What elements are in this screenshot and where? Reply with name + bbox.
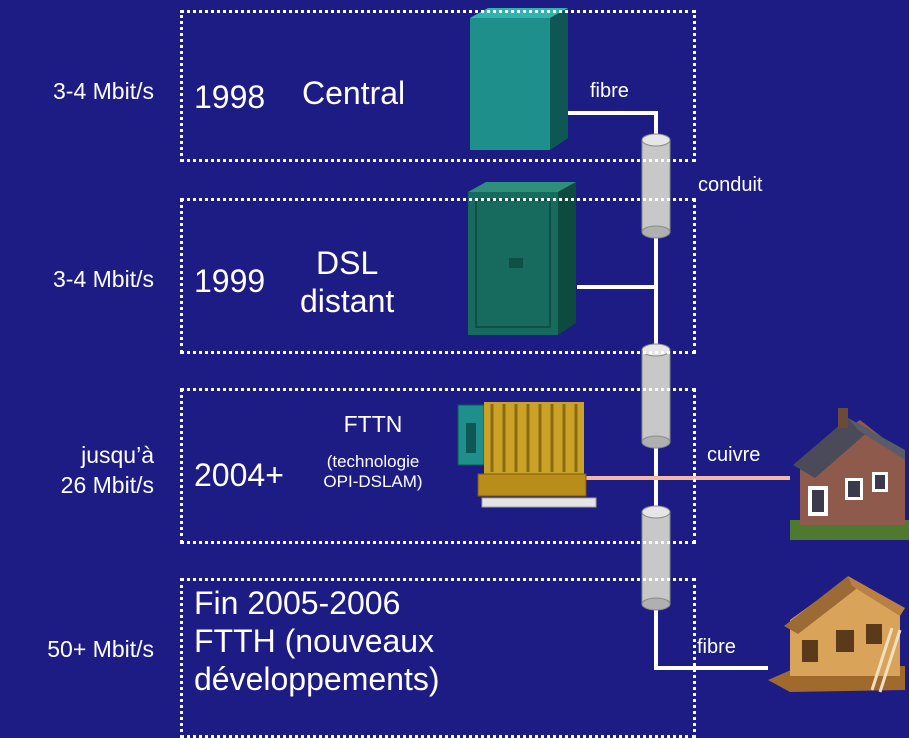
speed-1999: 3-4 Mbit/s [53,266,154,292]
stage-box-1999 [180,198,696,354]
conduit-3 [641,505,671,611]
title-central: Central [302,75,406,111]
label-fibre-top: fibre [590,80,629,102]
year-2004: 2004+ [194,457,284,493]
house-under-construction-icon [768,576,905,693]
conduit-2 [641,343,671,449]
house-icon [790,408,909,540]
title-dsl-distant: DSL distant [300,245,395,319]
dsl-cabinet-icon [468,182,576,335]
subtitle-fttn: (technologie OPI-DSLAM) [323,452,423,491]
stage-box-2004 [180,388,696,544]
conduit-1 [641,133,671,239]
fttn-dslam-icon [457,402,597,508]
speed-2004: jusqu’à 26 Mbit/s [60,442,154,498]
label-fibre-bottom: fibre [697,636,736,658]
year-1999: 1999 [194,263,266,299]
label-cuivre: cuivre [707,444,761,466]
label-conduit: conduit [698,174,763,196]
central-cabinet-icon [470,8,568,150]
ftth-text: Fin 2005-2006 FTTH (nouveaux développeme… [194,585,440,697]
stage-box-1998 [180,10,696,162]
speed-1998: 3-4 Mbit/s [53,78,154,104]
title-fttn: FTTN [343,411,403,437]
year-1998: 1998 [194,79,266,115]
speed-ftth: 50+ Mbit/s [47,636,154,662]
